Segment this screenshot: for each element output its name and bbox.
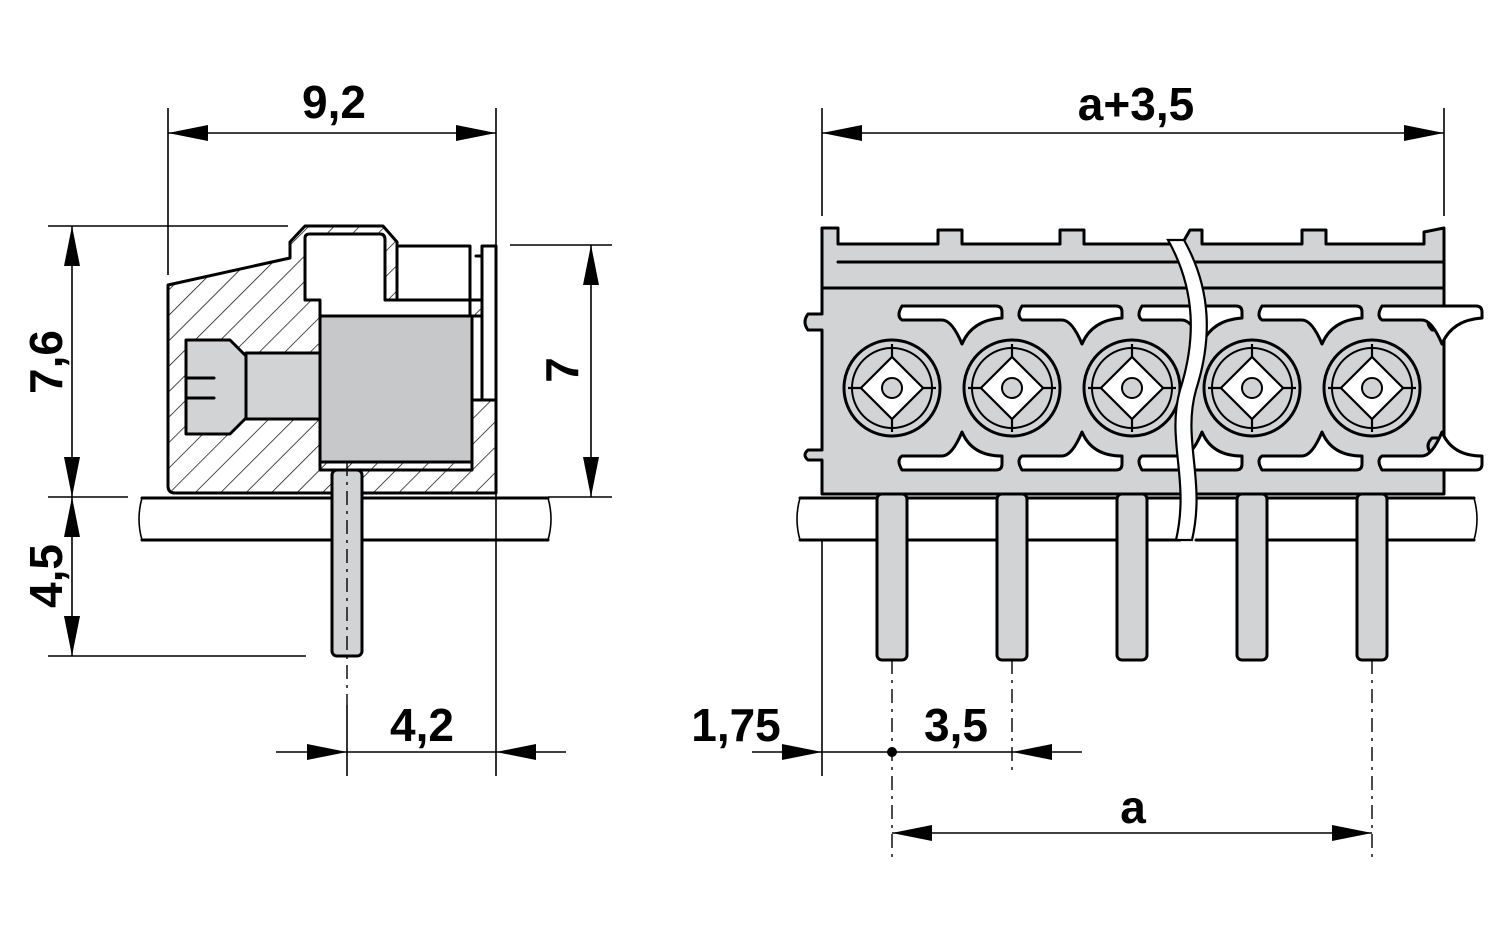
front-window-upper [897,304,1004,346]
side-clamp-block [318,314,474,464]
front-pin [1235,492,1269,662]
dim-label-front-edge-offset: 1,75 [691,699,781,751]
dim-label-side-pin-offset: 4,2 [390,699,454,751]
front-window-lower [1017,430,1124,472]
front-screws [842,338,1422,438]
front-screw [842,338,942,438]
front-pin [995,492,1029,662]
front-view: a+3,5 1,75 3,5 a [691,78,1484,858]
dim-label-front-span: a [1120,781,1146,833]
front-pin [875,492,909,662]
dim-label-side-height-upper: 7,6 [20,330,72,394]
dim-label-side-width: 9,2 [302,76,366,128]
front-screw [962,338,1062,438]
side-view: 9,2 7,6 7 4,5 4,2 [20,76,612,776]
side-housing-cavity [395,244,472,302]
dim-label-front-total-width: a+3,5 [1078,78,1194,130]
side-cage-pocket [303,232,472,318]
dim-label-side-height-body: 7 [536,357,588,383]
front-window-lower [1137,430,1244,472]
front-window-upper [1377,304,1484,346]
front-window-lower [1377,430,1484,472]
front-window-lower [897,430,1004,472]
dim-label-side-pin-length: 4,5 [20,544,72,608]
side-screw-shank [244,351,324,421]
front-pin [1115,492,1149,662]
front-window-upper [1257,304,1364,346]
dim-label-front-pitch: 3,5 [924,699,988,751]
front-window-lower [1257,430,1364,472]
front-pins [875,492,1389,662]
front-break-line [1166,238,1208,542]
front-window-upper [1017,304,1124,346]
side-screw-head [184,338,248,436]
front-screw [1202,338,1302,438]
front-pin [1355,492,1389,662]
front-screw [1082,338,1182,438]
side-housing-right-wall [480,244,498,402]
front-windows [897,304,1484,472]
front-screw [1322,338,1422,438]
